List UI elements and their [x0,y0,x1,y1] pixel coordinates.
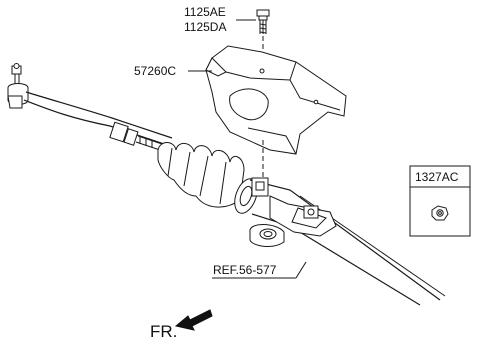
front-arrow-icon [174,309,213,331]
outer-tie-rod [23,91,173,147]
front-label: FR. [150,322,177,341]
nut-part [431,205,449,221]
rack-boot [157,142,245,208]
heat-shield-part [205,45,347,155]
reference-label: REF.56-577 [213,263,277,277]
ref-leader-line [295,261,307,279]
inner-tie-rod [135,135,163,151]
nut-box: 1327AC [409,165,471,237]
bolt-code-b-label: 1125DA [184,20,226,34]
rack-housing [249,177,446,306]
shield-code-label: 57260C [134,64,176,78]
bolt-part [256,9,270,62]
nut-code-label: 1327AC [415,170,459,184]
tie-rod-end [7,63,29,109]
bolt-code-a-label: 1125AE [184,5,226,19]
lock-nut [109,121,139,146]
